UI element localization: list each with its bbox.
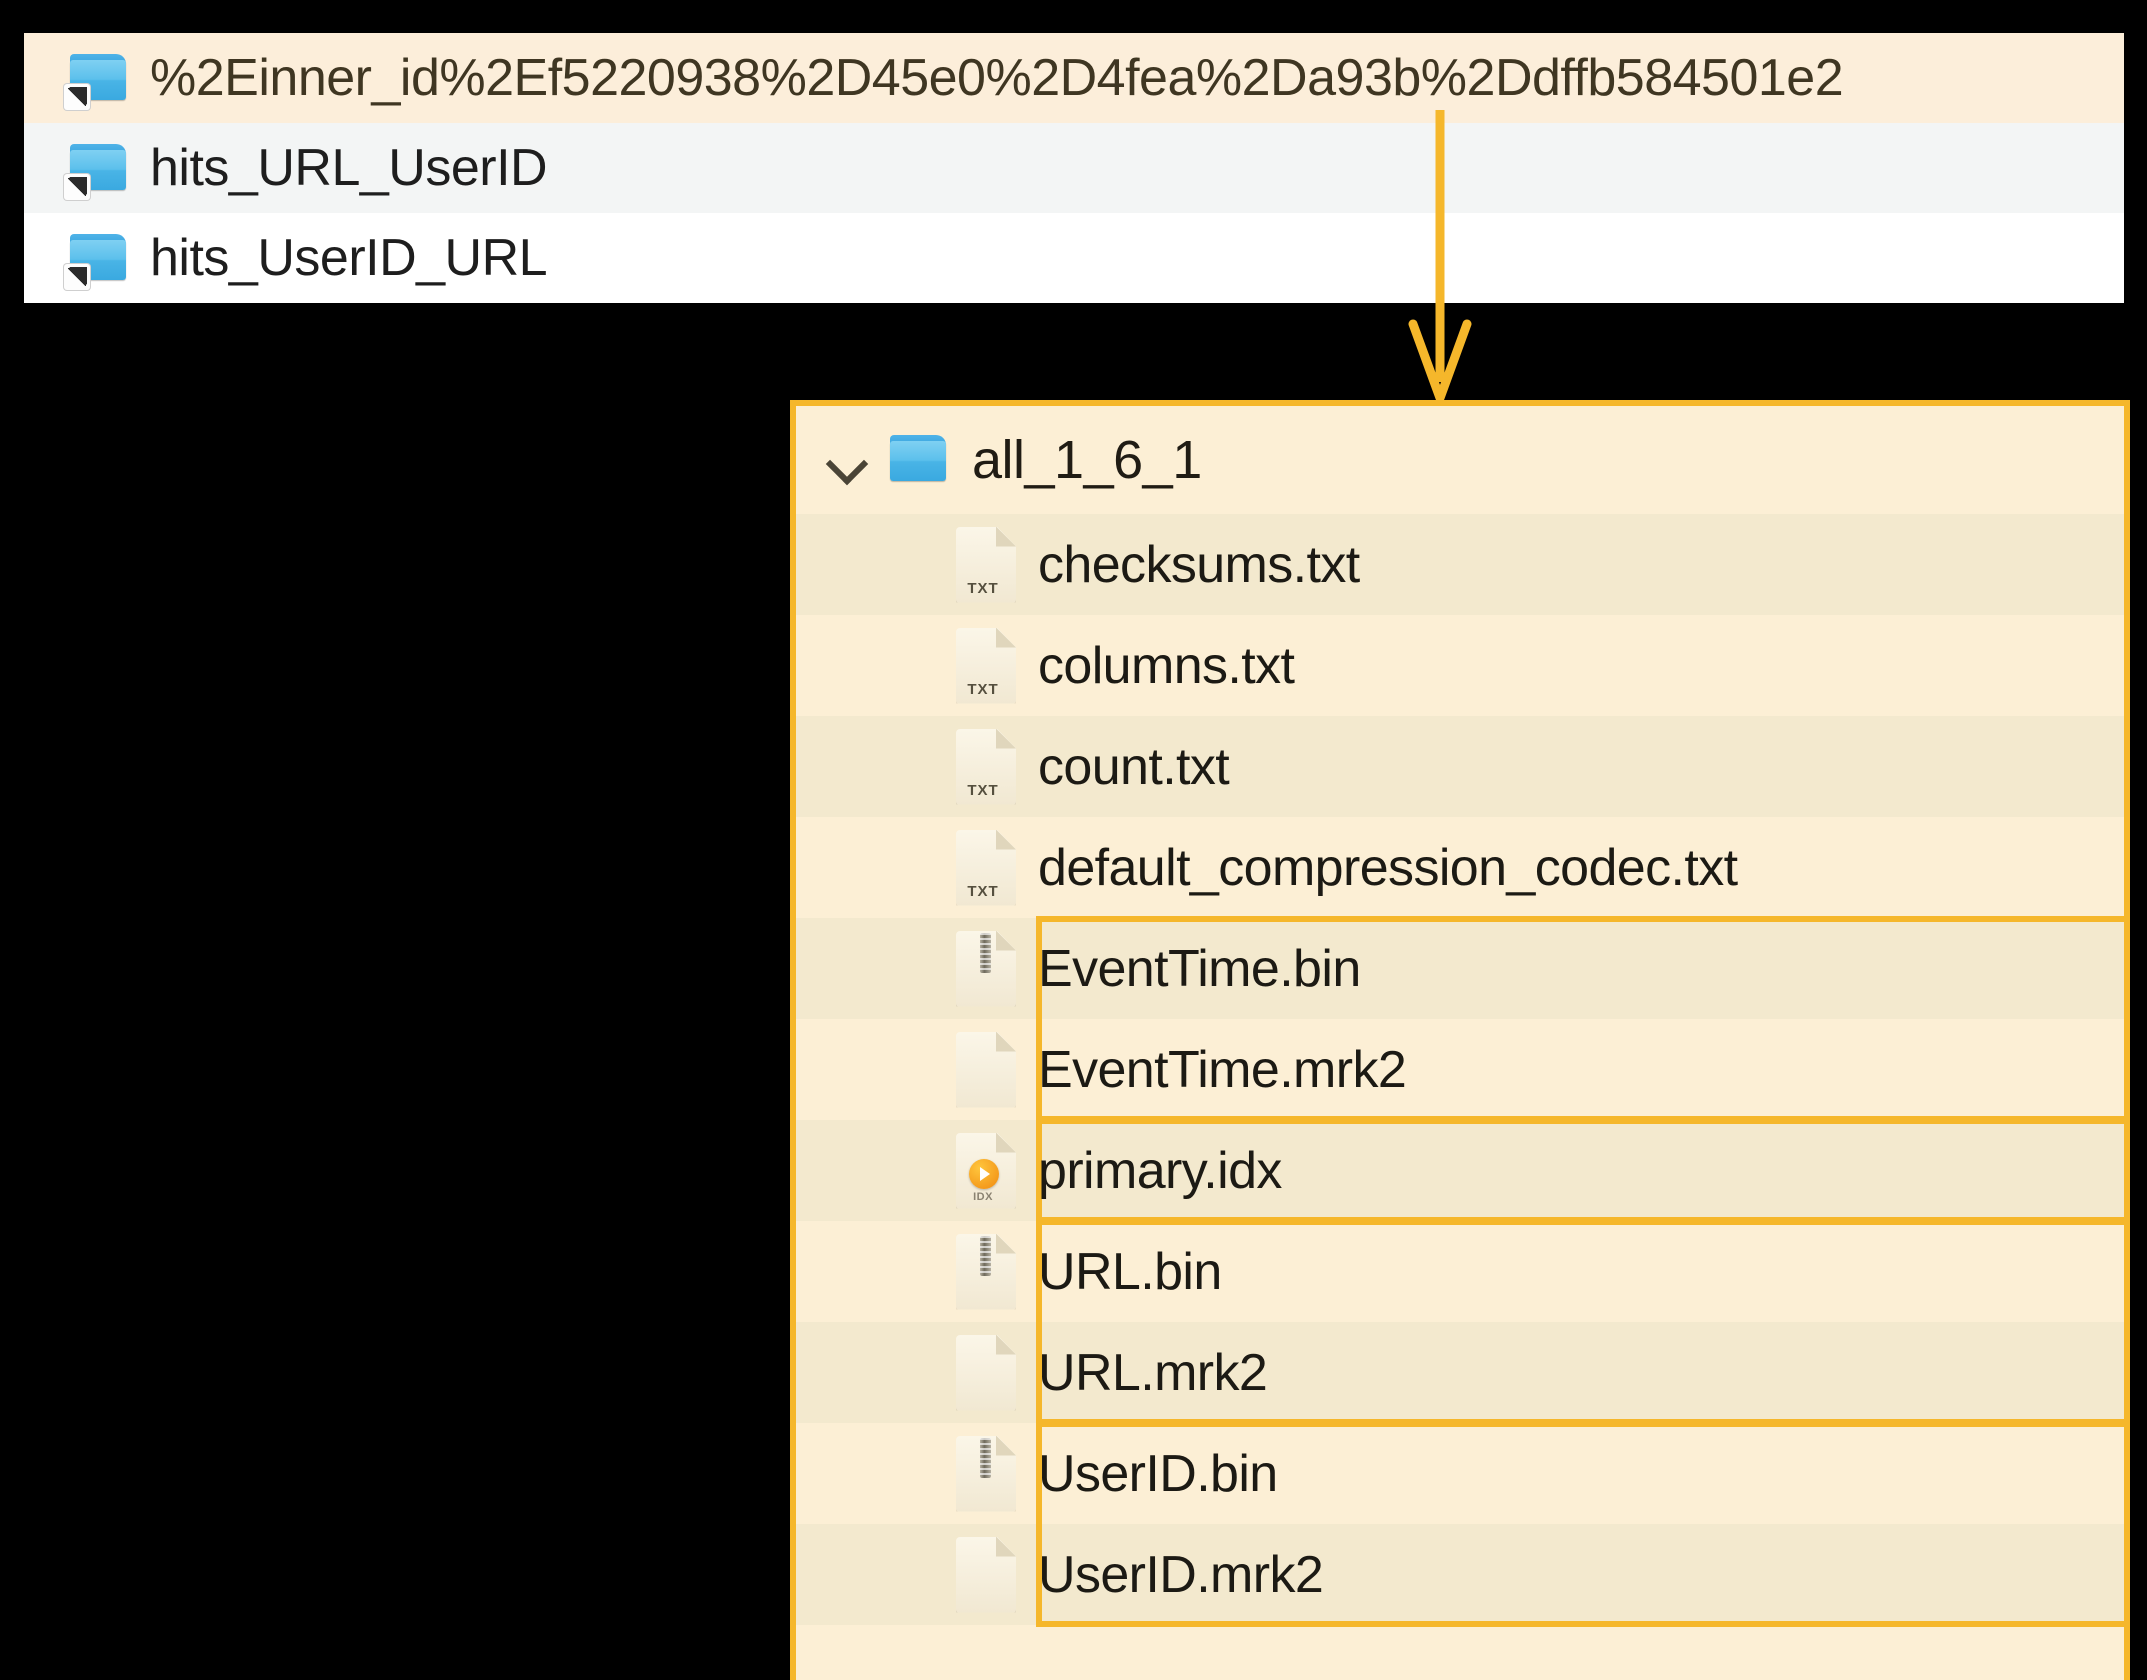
txt-file-icon: TXT [956,728,1016,805]
file-name: default_compression_codec.txt [1038,838,1738,897]
file-name: checksums.txt [1038,535,1360,594]
file-row[interactable]: EventTime.bin [796,918,2124,1019]
file-name: UserID.mrk2 [1038,1545,1324,1604]
list-item[interactable]: %2Einner_id%2Ef5220938%2D45e0%2D4fea%2Da… [24,33,2124,123]
blank-file-icon [956,1536,1016,1613]
file-name: columns.txt [1038,636,1295,695]
file-name: UserID.bin [1038,1444,1278,1503]
file-row[interactable]: IDX primary.idx [796,1120,2124,1221]
chevron-down-icon[interactable] [824,437,870,483]
bin-file-icon [956,930,1016,1007]
folder-icon [888,433,954,487]
txt-file-icon: TXT [956,627,1016,704]
file-name: URL.bin [1038,1242,1222,1301]
folder-label: %2Einner_id%2Ef5220938%2D45e0%2D4fea%2Da… [150,49,1844,107]
file-row[interactable]: TXT checksums.txt [796,514,2124,615]
folder-label: hits_UserID_URL [150,229,548,287]
file-name: primary.idx [1038,1141,1282,1200]
file-row[interactable]: TXT count.txt [796,716,2124,817]
file-row[interactable]: UserID.bin [796,1423,2124,1524]
bin-file-icon [956,1435,1016,1512]
file-row[interactable]: UserID.mrk2 [796,1524,2124,1625]
idx-file-icon: IDX [956,1132,1016,1209]
list-item[interactable]: hits_UserID_URL [24,213,2124,303]
list-item[interactable]: hits_URL_UserID [24,123,2124,213]
folder-shortcut-icon [64,232,130,290]
file-name: EventTime.bin [1038,939,1361,998]
file-name: URL.mrk2 [1038,1343,1268,1402]
blank-file-icon [956,1031,1016,1108]
folder-label: hits_URL_UserID [150,139,548,197]
file-row[interactable]: EventTime.mrk2 [796,1019,2124,1120]
folder-shortcut-list: %2Einner_id%2Ef5220938%2D45e0%2D4fea%2Da… [24,33,2124,303]
panel-title: all_1_6_1 [972,430,1202,490]
file-name: EventTime.mrk2 [1038,1040,1407,1099]
txt-file-icon: TXT [956,829,1016,906]
file-row[interactable]: TXT columns.txt [796,615,2124,716]
folder-shortcut-icon [64,142,130,200]
file-row[interactable]: URL.mrk2 [796,1322,2124,1423]
panel-header[interactable]: all_1_6_1 [796,406,2124,514]
file-row[interactable]: URL.bin [796,1221,2124,1322]
file-name: count.txt [1038,737,1230,796]
file-row[interactable]: TXT default_compression_codec.txt [796,817,2124,918]
blank-file-icon [956,1334,1016,1411]
txt-file-icon: TXT [956,526,1016,603]
bin-file-icon [956,1233,1016,1310]
folder-shortcut-icon [64,52,130,110]
